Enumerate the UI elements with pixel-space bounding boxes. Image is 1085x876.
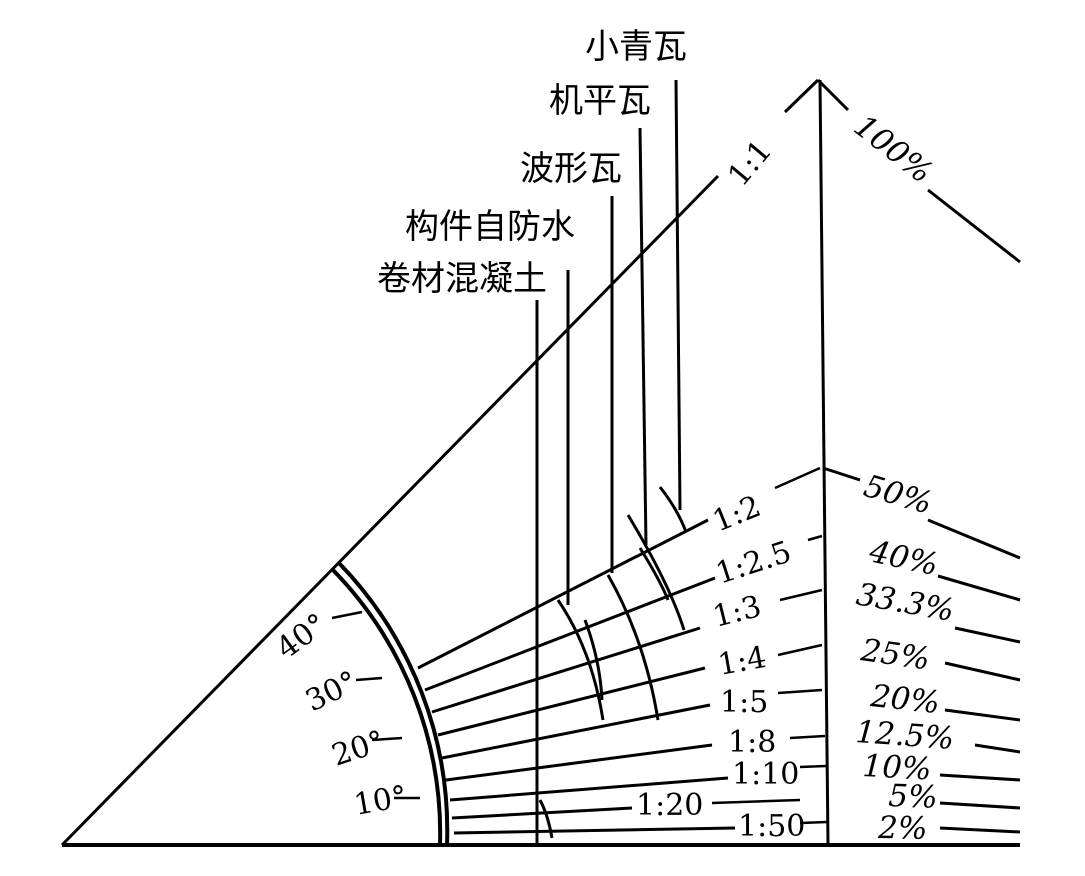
fan-line-1-4 xyxy=(437,666,706,737)
angle-label-30: 30° xyxy=(300,664,363,719)
fan-line-1-5 xyxy=(441,703,711,760)
vertical-reference-line xyxy=(818,79,830,846)
angle-leader-20 xyxy=(371,736,403,742)
ratio-connector-1-2.5 xyxy=(807,534,823,542)
percent-line-100 xyxy=(816,78,850,112)
angle-label-10: 10° xyxy=(351,779,409,823)
material-range-jiping xyxy=(626,514,686,631)
fan-line-1-20 xyxy=(711,798,801,805)
percent-label-2: 2% xyxy=(877,810,928,847)
percent-line-25 xyxy=(944,661,1021,682)
material-leader-xiaoqing xyxy=(674,79,682,511)
angle-label-40: 40° xyxy=(270,607,334,667)
material-label-boxingwa: 波形瓦 xyxy=(520,149,622,189)
material-range-goujian xyxy=(556,599,605,721)
percent-label-25: 25% xyxy=(858,632,932,677)
ratio-connector-1-2 xyxy=(774,466,821,490)
percent-label-10: 10% xyxy=(862,748,933,788)
ratio-label-1-2.5: 1:2.5 xyxy=(712,535,796,592)
fan-line-1-3 xyxy=(431,626,701,714)
ratio-connector-1-8 xyxy=(789,734,826,740)
fan-line-1-10 xyxy=(449,776,729,802)
angle-leader-40 xyxy=(331,610,363,620)
percent-line-33 xyxy=(954,626,1021,644)
percent-line-40 xyxy=(937,574,1021,602)
ratio-label-1-3: 1:3 xyxy=(709,589,764,635)
ratio-label-1-4: 1:4 xyxy=(715,640,769,683)
ratio-label-1-8: 1:8 xyxy=(728,725,776,760)
angle-label-20: 20° xyxy=(328,724,389,774)
ratio-label-1-10: 1:10 xyxy=(732,757,799,792)
material-leader-jiping xyxy=(638,127,648,546)
ratio-label-1-20: 1:20 xyxy=(636,788,703,823)
angle-leader-30 xyxy=(355,676,383,682)
percent-line-2 xyxy=(939,826,1021,834)
ratio-connector-1-50 xyxy=(799,820,828,825)
percent-line-12 xyxy=(974,743,1021,754)
percent-label-20: 20% xyxy=(868,678,941,721)
percent-line-50 xyxy=(927,518,1021,560)
material-range-jiping-2 xyxy=(638,547,670,601)
percent-label-33: 33.3% xyxy=(854,576,957,629)
fan-line-1-50 xyxy=(453,826,736,835)
material-label-xiaoqingwa: 小青瓦 xyxy=(585,27,687,67)
percent-line-100 xyxy=(783,78,820,114)
percent-line-5 xyxy=(939,801,1021,810)
material-range-boxing-2 xyxy=(606,574,660,721)
angle-arc-outer xyxy=(337,561,450,846)
fan-line-1-2 xyxy=(417,518,709,670)
material-label-goujianzifangshui: 构件自防水 xyxy=(405,207,575,247)
material-range-boxing xyxy=(583,619,604,701)
fan-line-1-20 xyxy=(451,806,633,820)
material-range-xiaoqing xyxy=(658,486,688,533)
fan-line-1-8 xyxy=(445,743,713,782)
material-label-juancai: 卷材混凝土 xyxy=(377,259,547,299)
percent-line-100 xyxy=(927,188,1021,264)
ratio-label-1-1: 1:1 xyxy=(721,134,779,193)
percent-label-40: 40% xyxy=(865,533,941,583)
ratio-label-1-50: 1:50 xyxy=(738,809,805,844)
percent-line-10 xyxy=(939,773,1021,782)
ratio-label-1-2: 1:2 xyxy=(708,489,766,540)
percent-line-20 xyxy=(944,708,1021,722)
angle-arc-inner xyxy=(331,568,443,846)
material-label-jipingwa: 机平瓦 xyxy=(549,81,651,121)
percent-label-100: 100% xyxy=(847,108,939,191)
percent-label-5: 5% xyxy=(888,778,938,816)
ratio-label-1-5: 1:5 xyxy=(720,685,768,720)
percent-label-50: 50% xyxy=(860,468,936,522)
percent-line-50 xyxy=(822,466,861,482)
material-range-juancai xyxy=(538,799,554,839)
ratio-connector-1-10 xyxy=(799,764,827,769)
ratio-connector-1-3 xyxy=(779,588,823,602)
percent-label-12: 12.5% xyxy=(854,714,955,757)
ratio-connector-1-4 xyxy=(777,643,823,657)
ratio-connector-1-5 xyxy=(777,688,823,695)
slope-line-1-1 xyxy=(60,174,720,847)
